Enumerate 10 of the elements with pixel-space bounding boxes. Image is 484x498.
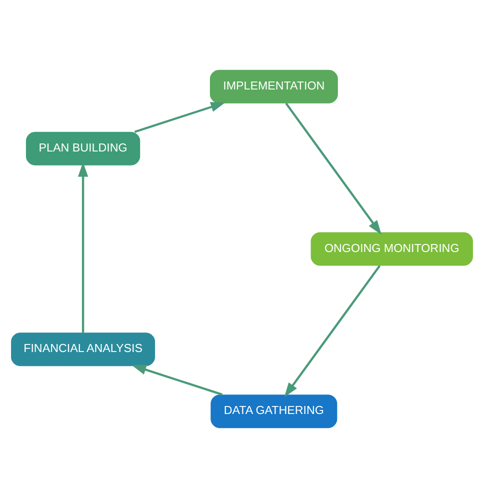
node-box: IMPLEMENTATION — [210, 70, 338, 104]
arrow — [132, 364, 223, 396]
arrow — [78, 162, 88, 333]
node-box: DATA GATHERING — [210, 394, 338, 428]
arrow — [285, 102, 382, 235]
arrow — [284, 265, 381, 398]
node-box: FINANCIAL ANALYSIS — [11, 332, 156, 366]
arrow — [134, 102, 226, 133]
node-box: PLAN BUILDING — [26, 132, 140, 166]
node-box: ONGOING MONITORING — [310, 232, 473, 266]
